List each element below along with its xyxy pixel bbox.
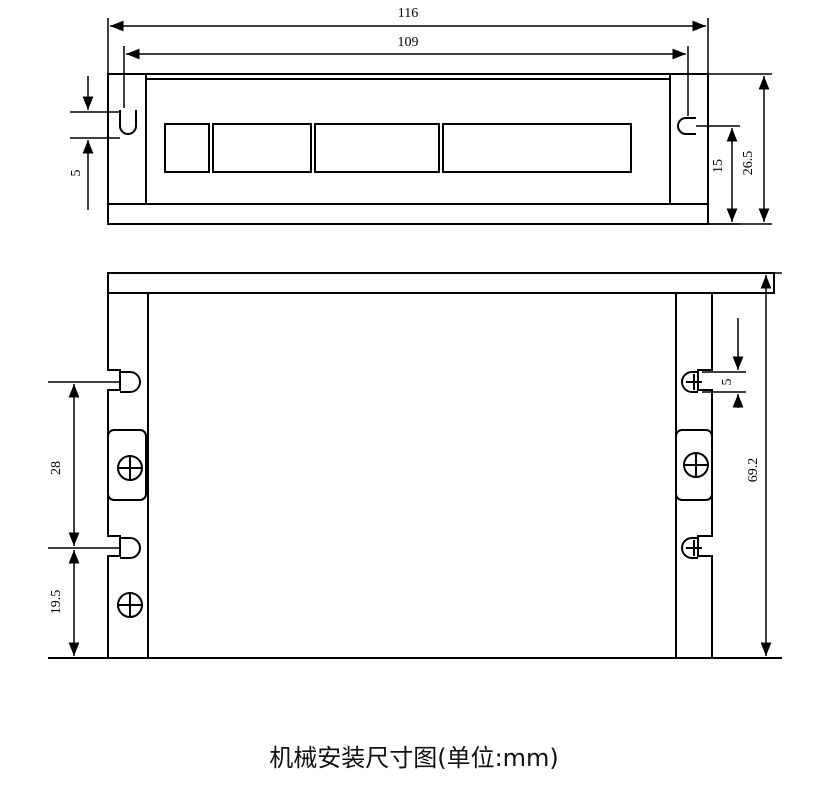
connector-block-4 — [442, 123, 632, 173]
dim-label-5-top: 5 — [69, 170, 84, 177]
screw-left-bottom — [117, 592, 143, 618]
base-plate — [107, 203, 709, 225]
connector-block-3 — [314, 123, 440, 173]
connector-block-1 — [164, 123, 210, 173]
dim-label-116: 116 — [398, 6, 418, 21]
top-view — [48, 272, 782, 659]
left-flange — [107, 73, 147, 204]
right-side-clamp — [675, 429, 713, 501]
screw-right-lower — [686, 540, 702, 556]
dim-label-26-5: 26.5 — [741, 151, 756, 176]
dim-label-5-side: 5 — [720, 379, 735, 386]
left-slot-lower — [120, 537, 141, 559]
dim-label-15: 15 — [711, 159, 726, 173]
left-side-clamp — [107, 429, 147, 501]
right-flange — [669, 73, 709, 204]
left-mounting-slot — [119, 110, 137, 135]
dim-label-109: 109 — [398, 35, 419, 50]
screw-right-middle — [683, 452, 709, 478]
screw-right-upper — [686, 374, 702, 390]
dim-label-69-2: 69.2 — [746, 458, 761, 483]
right-slot-upper — [681, 371, 698, 393]
connector-block-2 — [212, 123, 312, 173]
drawing-caption: 机械安装尺寸图(单位:mm) — [269, 744, 559, 772]
top-rail — [107, 272, 775, 294]
left-slot-upper — [120, 371, 141, 393]
screw-left-middle — [117, 455, 143, 481]
right-mounting-slot — [677, 117, 696, 135]
dim-label-28: 28 — [49, 461, 64, 475]
dim-label-19-5: 19.5 — [49, 590, 64, 615]
right-slot-lower — [681, 537, 698, 559]
front-view — [107, 73, 709, 225]
